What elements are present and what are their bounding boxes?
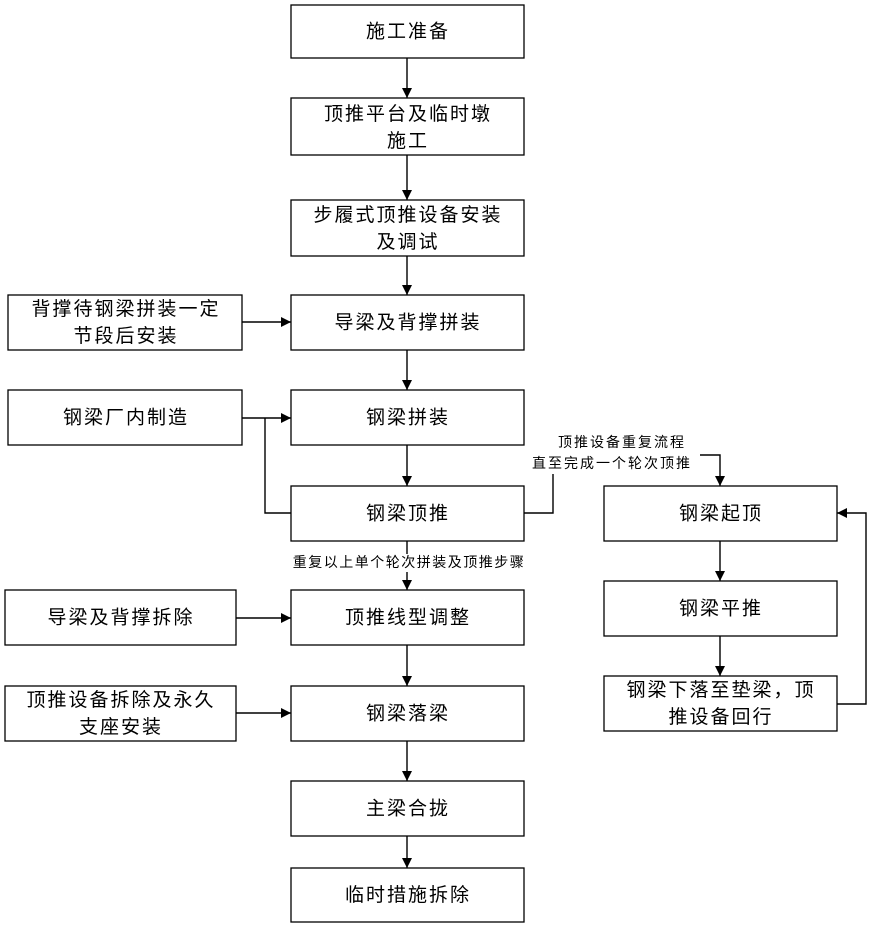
box-label: 施工 [387,130,429,152]
box-label: 钢梁拼装 [366,407,450,429]
flow-box-construction-prep: 施工准备 [291,5,524,58]
loop-pushing-to-assembly [265,418,291,513]
flow-box-beam-horizontal-push: 钢梁平推 [604,581,837,636]
flow-box-platform-construction: 顶推平台及临时墩 施工 [291,98,524,155]
box-label: 导梁及背撑拼装 [334,312,481,334]
label-line: 顶推设备重复流程 [558,434,686,451]
flow-box-temporary-removal: 临时措施拆除 [291,868,524,922]
box-label: 节段后安装 [73,325,178,347]
box-label: 钢梁厂内制造 [63,407,189,429]
loop-drop-to-lift [837,513,866,704]
flow-box-beam-lowering: 钢梁落梁 [291,686,524,741]
edge-label-repeat-cycle: 重复以上单个轮次拼装及顶推步骤 [281,554,535,572]
label-line: 重复以上单个轮次拼装及顶推步骤 [293,554,526,571]
box-label: 顶推线型调整 [345,607,471,629]
box-label: 及调试 [376,231,439,253]
flow-box-guide-beam-dismantle: 导梁及背撑拆除 [5,590,236,645]
box-label: 导梁及背撑拆除 [47,607,194,629]
box-label: 顶推平台及临时墩 [324,103,492,125]
box-label: 钢梁平推 [679,598,763,620]
flow-box-beam-lift: 钢梁起顶 [604,486,837,541]
box-label: 施工准备 [366,21,450,43]
box-label: 钢梁起顶 [679,503,763,525]
box-label: 步履式顶推设备安装 [313,204,502,226]
flow-box-alignment-adjust: 顶推线型调整 [291,590,524,645]
side-inputs: 背撑待钢梁拼装一定 节段后安装 钢梁厂内制造 导梁及背撑拆除 顶推设备拆除及永久… [5,295,242,741]
box-label: 钢梁落梁 [366,703,450,725]
box-label: 背撑待钢梁拼装一定 [31,298,220,320]
flow-box-guide-beam-assembly: 导梁及背撑拼装 [291,295,524,350]
box-label: 临时措施拆除 [345,884,471,906]
flow-box-steel-beam-pushing: 钢梁顶推 [291,486,524,541]
box-label: 主梁合拢 [366,798,450,820]
jacking-cycle: 钢梁起顶 钢梁平推 钢梁下落至垫梁，顶 推设备回行 [604,486,837,731]
box-label: 顶推设备拆除及永久 [26,689,215,711]
flow-box-main-beam-closure: 主梁合拢 [291,781,524,836]
flow-box-beam-drop-return: 钢梁下落至垫梁，顶 推设备回行 [604,676,837,731]
flow-box-back-brace-install: 背撑待钢梁拼装一定 节段后安装 [8,295,242,350]
box-label: 钢梁下落至垫梁，顶 [626,679,815,701]
flow-box-steel-beam-assembly: 钢梁拼装 [291,390,524,445]
box-label: 钢梁顶推 [366,503,450,525]
label-line: 直至完成一个轮次顶推 [532,455,692,472]
box-label: 支座安装 [79,716,163,738]
flow-box-equipment-removal-bearing: 顶推设备拆除及永久 支座安装 [5,686,236,741]
flow-box-equipment-install: 步履式顶推设备安装 及调试 [291,200,524,256]
flow-box-factory-fabrication: 钢梁厂内制造 [8,390,242,445]
edge-label-repeat-jacking: 顶推设备重复流程 直至完成一个轮次顶推 [527,433,700,474]
box-label: 推设备回行 [668,706,773,728]
